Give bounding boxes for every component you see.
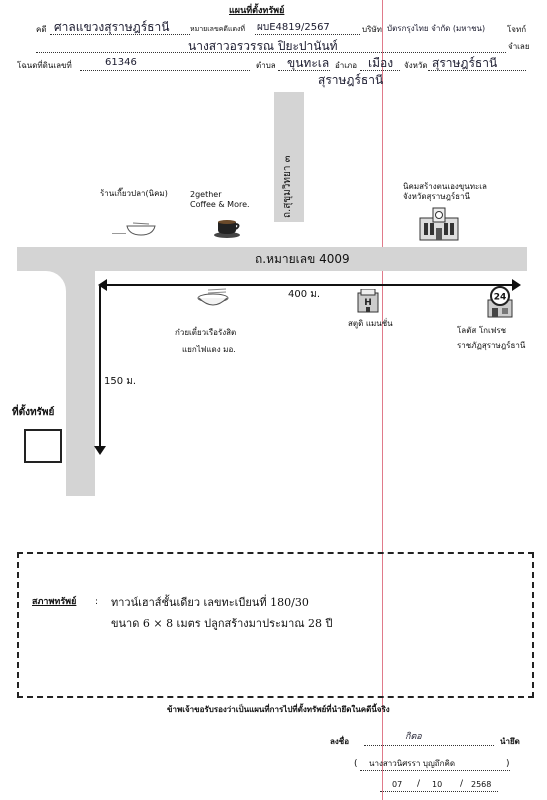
defendant-underline xyxy=(36,52,506,53)
case-label: คดี xyxy=(36,25,47,34)
vertical-road-label: ถ.สุขุมวิทยา ๓ xyxy=(282,155,293,218)
sign-label: ลงชื่อ xyxy=(330,737,350,746)
landmark-nikom-line1: นิคมสร้างตนเองขุนทะเล xyxy=(403,182,487,191)
province-underline xyxy=(428,70,526,71)
court-underline xyxy=(50,34,190,35)
defendant-role: จำเลย xyxy=(508,42,530,51)
defendant-name: นางสาวอรวรรณ ปิยะปานันท์ xyxy=(188,39,338,53)
vertical-distance-line xyxy=(99,286,101,448)
name-close-paren: ) xyxy=(506,759,510,769)
arrow-down-icon xyxy=(94,446,106,455)
signer-role: นำยึด xyxy=(500,737,520,746)
horizontal-distance-line xyxy=(104,284,514,286)
plaintiff-label: บริษัท xyxy=(362,25,382,34)
certify-statement: ข้าพเจ้าขอรับรองว่าเป็นแผนที่การไปที่ตั้… xyxy=(167,705,390,714)
date-month: 10 xyxy=(432,780,443,789)
signer-name: นางสาวนิศรรา บุญถึกคิด xyxy=(369,759,456,768)
property-line2: ขนาด 6 × 8 เมตร ปลูกสร้างมาประมาณ 28 ปี xyxy=(111,617,333,630)
blackno-label: หมายเลขคดีแดงที่ xyxy=(190,25,246,33)
bowl-icon xyxy=(125,221,157,236)
margin-line xyxy=(382,0,383,800)
name-underline xyxy=(360,770,510,771)
subdistrict-name: ขุนทะเล xyxy=(287,56,330,70)
district-name: เมือง xyxy=(368,56,394,70)
arrow-left-icon xyxy=(98,279,107,291)
bowl-icon xyxy=(196,288,230,314)
date-year: 2568 xyxy=(471,780,492,789)
district-underline xyxy=(360,70,400,71)
property-marker xyxy=(24,429,62,463)
landmark-mansion-label: สตูดิ แมนชั่น xyxy=(348,319,393,328)
landmark-lotus-line2: ราชภัฏสุราษฎร์ธานี xyxy=(457,341,526,350)
province-name: สุราษฎร์ธานี xyxy=(432,56,498,70)
convenience-store-icon: 24 xyxy=(485,286,515,318)
date-slash-2: / xyxy=(460,779,464,789)
deed-underline xyxy=(80,70,250,71)
vertical-road xyxy=(274,92,304,222)
name-open-paren: ( xyxy=(354,759,358,769)
arrow-right-icon xyxy=(512,279,521,291)
landmark-boat-noodle-line1: ก๋วยเตี๋ยวเรือรังสิต xyxy=(175,328,237,337)
district-label: อำเภอ xyxy=(335,61,358,70)
date-day: 07 xyxy=(392,780,403,789)
coffee-cup-icon xyxy=(213,216,243,242)
distance-vertical: 150 ม. xyxy=(104,376,137,387)
plaintiff-role: โจทก์ xyxy=(507,25,527,34)
government-building-icon xyxy=(418,206,460,246)
province-line2: สุราษฎร์ธานี xyxy=(318,73,384,87)
date-underline xyxy=(380,791,498,792)
landmark-lotus-line1: โลตัส โกเฟรช xyxy=(457,326,507,335)
property-label: สภาพทรัพย์ xyxy=(32,597,77,607)
landmark-nikom-line2: จังหวัดสุราษฎร์ธานี xyxy=(403,192,471,201)
horizontal-road-label: ถ.หมายเลข 4009 xyxy=(255,252,350,266)
property-marker-label: ที่ตั้งทรัพย์ xyxy=(12,407,55,418)
subdistrict-label: ตำบล xyxy=(256,61,276,70)
subdistrict-underline xyxy=(278,70,330,71)
deed-number: 61346 xyxy=(105,57,137,68)
plaintiff-name: บัตรกรุงไทย จำกัด (มหาชน) xyxy=(387,24,486,33)
page-title: แผนที่ตั้งทรัพย์ xyxy=(229,6,285,16)
distance-horizontal: 400 ม. xyxy=(288,289,321,300)
landmark-boat-noodle-line2: แยกไฟแดง มอ. xyxy=(182,345,236,354)
province-label: จังหวัด xyxy=(404,61,428,70)
landmark-coffee-label: 2gether Coffee & More. xyxy=(190,190,250,209)
svg-text:H: H xyxy=(364,298,372,308)
case-number: ผบE4819/2567 xyxy=(257,22,330,33)
property-description-box xyxy=(17,552,534,698)
side-road xyxy=(66,271,95,496)
deed-label: โฉนดที่ดินเลขที่ xyxy=(17,61,72,70)
property-line1: ทาวน์เฮาส์ชั้นเดียว เลขทะเบียนที่ 180/30 xyxy=(111,596,309,609)
horizontal-road xyxy=(17,247,527,271)
property-colon: : xyxy=(95,597,99,607)
signature: กิตอ xyxy=(405,732,422,742)
svg-text:24: 24 xyxy=(494,293,507,303)
signature-underline xyxy=(364,745,494,746)
case-number-underline xyxy=(255,34,360,35)
hotel-icon: H xyxy=(357,288,379,313)
court-name: ศาลแขวงสุราษฎร์ธานี xyxy=(54,20,170,34)
landmark-fish-noodle-label: ร้านเกี๊ยวปลา(นิคม) xyxy=(100,189,168,198)
date-slash-1: / xyxy=(417,779,421,789)
